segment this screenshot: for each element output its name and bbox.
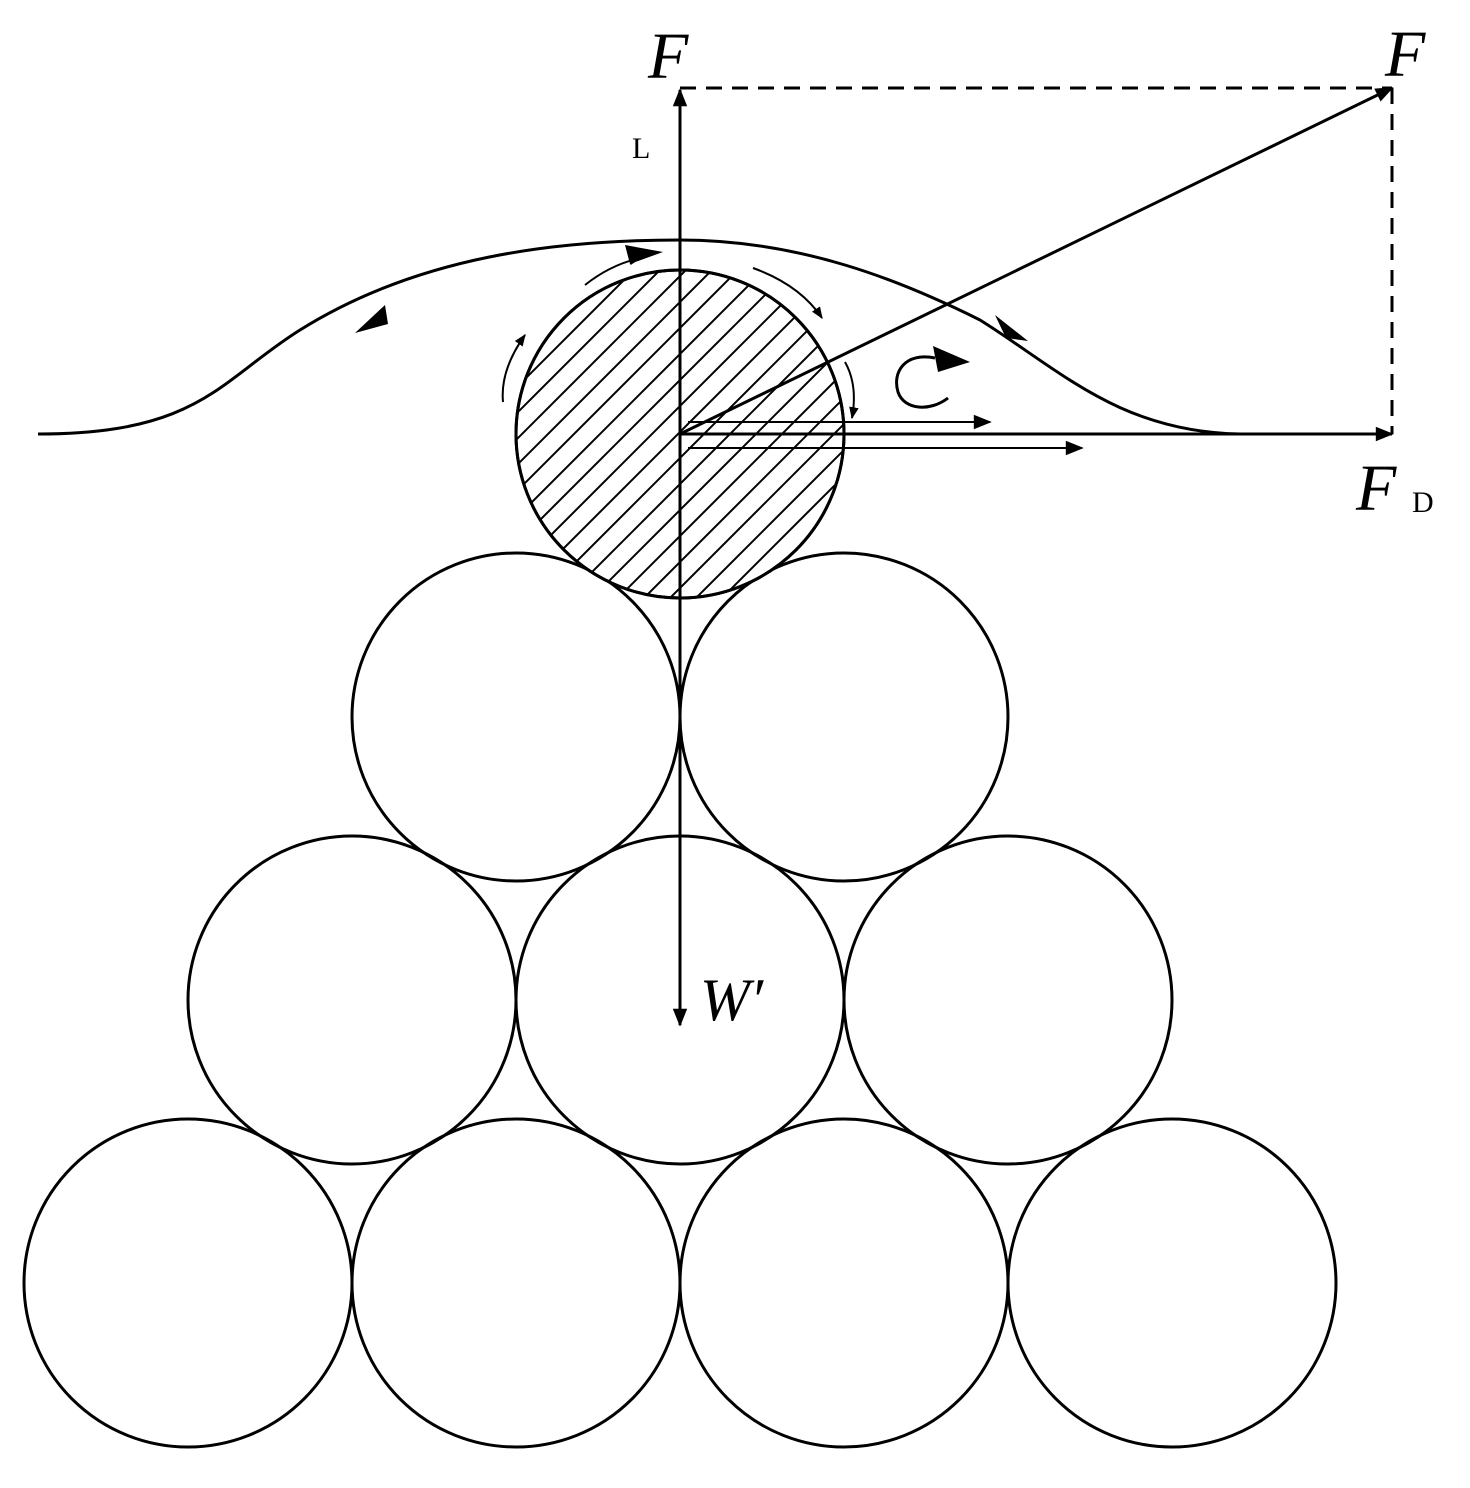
hatch-line — [715, 270, 844, 598]
hatch-line — [689, 270, 844, 598]
hatch-line — [516, 270, 537, 598]
hatch-line — [516, 270, 745, 598]
bed-particle — [678, 551, 1010, 883]
hatch-line — [516, 270, 844, 598]
bed-particle — [186, 834, 518, 1166]
drag-subscript: D — [1412, 486, 1434, 519]
hatch-line — [516, 270, 693, 598]
hatch-line — [516, 270, 771, 598]
bed-particle — [350, 1117, 682, 1449]
hatch-line — [516, 270, 667, 598]
bed-particle — [1006, 1117, 1338, 1449]
resultant-force-arrow — [679, 86, 1394, 436]
force-parallelogram — [680, 86, 1394, 434]
bed-particle — [350, 551, 682, 883]
bed-particle — [22, 1117, 354, 1449]
drag-label: F — [1355, 452, 1397, 525]
weight-label: W′ — [700, 967, 764, 1033]
resultant-label: F — [1384, 18, 1426, 91]
lift-label: F — [647, 20, 689, 93]
moment-arrow — [895, 346, 970, 409]
bed-particles — [22, 551, 1338, 1449]
bed-particle — [842, 834, 1174, 1166]
drag-arrows — [680, 414, 1394, 456]
bed-particle — [678, 1117, 1010, 1449]
hatch-line — [516, 270, 719, 598]
lift-subscript: L — [632, 132, 650, 165]
hatch-line — [516, 270, 797, 598]
hatch-line — [516, 270, 641, 598]
surface-circulation-arrows — [501, 255, 859, 420]
hatch-line — [170, 264, 510, 604]
